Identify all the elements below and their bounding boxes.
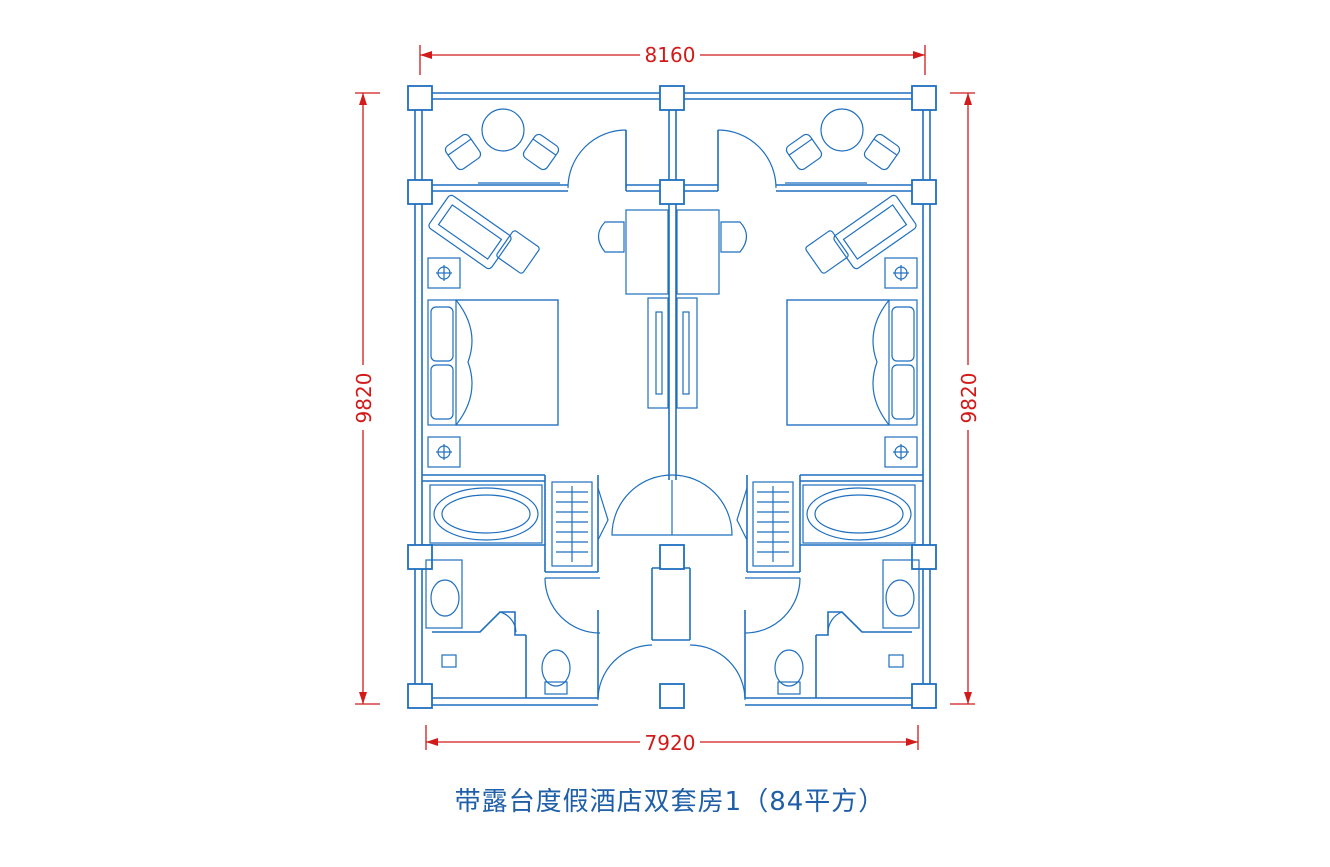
dimension-right: 9820 [950, 92, 981, 705]
doors [499, 129, 843, 701]
dimension-left: 9820 [352, 92, 380, 705]
dimension-top: 8160 [419, 43, 926, 75]
dimension-top-label: 8160 [645, 43, 696, 67]
dimension-bottom-label: 7920 [645, 731, 696, 755]
right-suite-furniture [676, 108, 920, 695]
columns [407, 85, 937, 709]
dimension-right-label: 9820 [957, 373, 981, 424]
left-suite-furniture [425, 108, 669, 695]
drawing-caption: 带露台度假酒店双套房1（84平方） [455, 787, 886, 817]
dimension-bottom: 7920 [425, 725, 919, 755]
dimension-left-label: 9820 [352, 373, 376, 424]
